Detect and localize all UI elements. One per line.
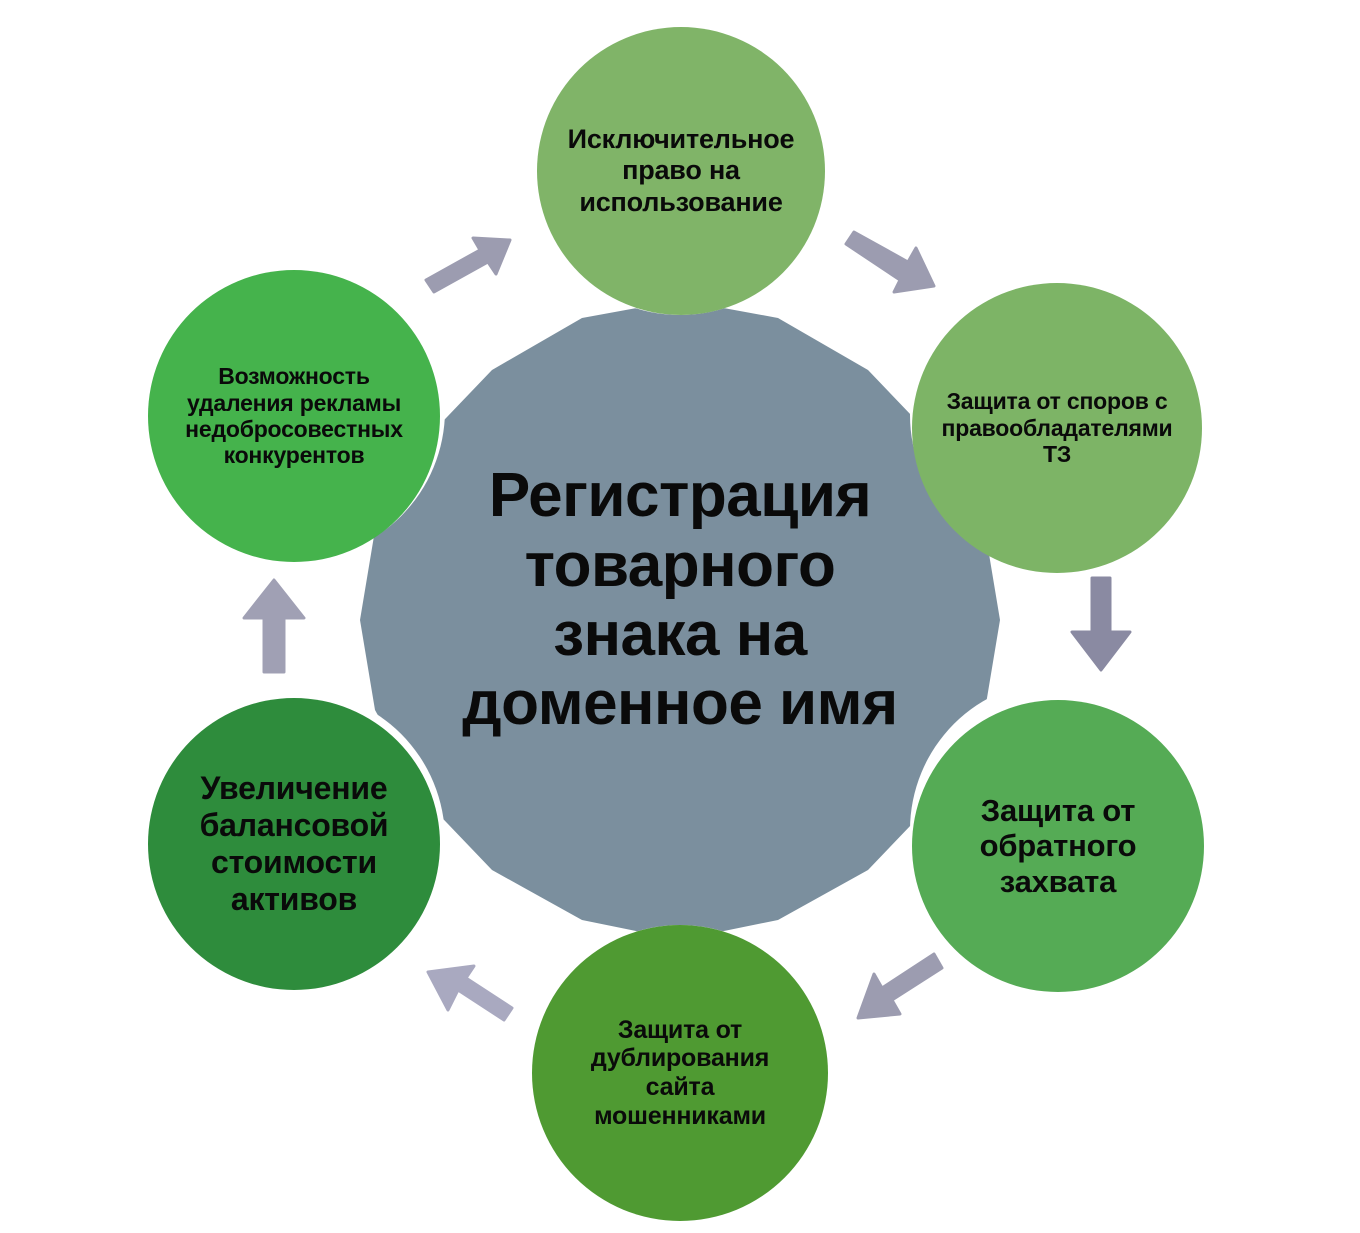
node-dispute-protection: Защита от споров с правообладателями ТЗ <box>912 283 1202 573</box>
node-label: Защита от споров с правообладателями ТЗ <box>941 388 1173 468</box>
arrow-top-to-upper-right-icon <box>844 230 936 294</box>
node-label: Увеличение балансовой стоимости активов <box>199 770 389 917</box>
node-label: Защита от обратного захвата <box>979 792 1137 899</box>
arrow-lower-left-to-upper-left-icon <box>242 578 306 674</box>
arrow-upper-left-to-top-icon <box>424 236 512 294</box>
node-exclusive-right: Исключительное право на использование <box>537 27 825 315</box>
node-label: Исключительное право на использование <box>567 124 795 217</box>
arrow-bottom-to-lower-left-icon <box>426 964 514 1022</box>
arrow-lower-right-to-bottom-icon <box>856 952 944 1020</box>
center-title: Регистрация товарного знака на доменное … <box>462 461 898 739</box>
center-shape <box>360 300 1000 940</box>
node-ad-removal: Возможность удаления рекламы недобросове… <box>148 270 440 562</box>
node-duplication-protection: Защита от дублирования сайта мошенниками <box>532 925 828 1221</box>
node-reverse-hijack-protection: Защита от обратного захвата <box>912 700 1204 992</box>
arrow-upper-right-to-lower-right-icon <box>1070 576 1132 672</box>
node-label: Возможность удаления рекламы недобросове… <box>185 363 403 469</box>
node-label: Защита от дублирования сайта мошенниками <box>590 1015 770 1130</box>
node-asset-value-increase: Увеличение балансовой стоимости активов <box>148 698 440 990</box>
